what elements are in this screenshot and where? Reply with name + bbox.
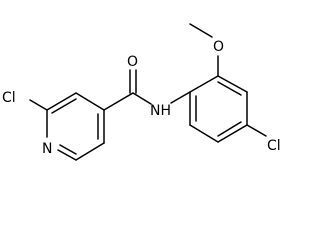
- pyridine-ring: [46, 92, 105, 161]
- atom-label-cl-pyridine: Cl: [2, 90, 16, 106]
- amide-group: [103, 69, 191, 111]
- bond-carbonyl-n: [132, 92, 152, 105]
- bond-methoxy-o-ch3: [189, 23, 213, 38]
- atom-label-o-methoxy: O: [213, 39, 224, 55]
- pyridine-double-c6-n: [59, 144, 77, 155]
- atom-label-cl-phenyl: Cl: [267, 138, 281, 154]
- bond-c4-cl: [246, 124, 267, 137]
- pyridine-bond-c2-c3: [46, 92, 77, 111]
- phenyl-double-c2-c3: [217, 81, 242, 96]
- bond-c2-cl: [29, 99, 48, 111]
- phenyl-bond-c5-c6: [189, 124, 219, 143]
- molecule-diagram: Cl N O NH O Cl: [2, 23, 281, 161]
- phenyl-ring: [189, 75, 248, 143]
- pyridine-bond-c5-c6: [75, 142, 105, 161]
- phenyl-bond-c2-c3: [217, 75, 248, 93]
- pyridine-double-c2-c3: [51, 98, 77, 114]
- atom-label-nh-amide: NH: [150, 103, 171, 119]
- pyridine-bond-c3-c4: [75, 92, 105, 111]
- phenyl-bond-c1-c2: [189, 75, 219, 93]
- phenyl-bond-c4-c5: [217, 124, 248, 143]
- atom-label-n-pyridine: N: [42, 141, 52, 157]
- pyridine-bond-c6-n: [57, 149, 77, 161]
- phenyl-double-c4-c5: [217, 121, 242, 137]
- atom-label-o-carbonyl: O: [127, 54, 138, 70]
- bond-c4-carbonyl: [103, 92, 134, 111]
- bond-n-phenyl: [170, 91, 191, 104]
